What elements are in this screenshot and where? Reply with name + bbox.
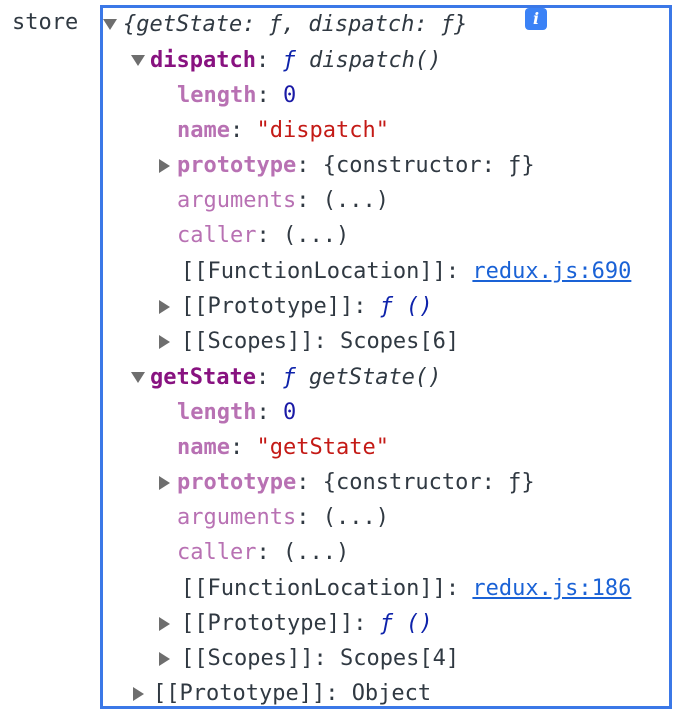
dispatch-signature: dispatch()	[308, 48, 442, 73]
expand-triangle-down-icon[interactable]	[131, 55, 145, 66]
proto-key: [[Prototype]]	[181, 294, 354, 319]
caller-value[interactable]: (...)	[282, 540, 350, 565]
expand-triangle-down-icon[interactable]	[131, 372, 145, 383]
function-symbol: ƒ	[282, 365, 296, 390]
function-location-key: [[FunctionLocation]]	[181, 259, 446, 284]
length-value: 0	[282, 83, 297, 108]
getstate-arguments-row[interactable]: arguments: (...)	[177, 505, 389, 530]
function-location-link[interactable]: redux.js:186	[472, 576, 632, 601]
function-location-key: [[FunctionLocation]]	[181, 576, 446, 601]
caller-value[interactable]: (...)	[282, 223, 350, 248]
scopes-value: Scopes[6]	[339, 329, 460, 354]
expand-triangle-right-icon[interactable]	[159, 159, 170, 173]
proto-value: ƒ ()	[379, 611, 433, 636]
name-value: "getState"	[256, 435, 389, 460]
dispatch-arguments-row[interactable]: arguments: (...)	[177, 188, 389, 213]
prototype-value: {constructor: ƒ}	[322, 470, 535, 495]
proto-key: [[Prototype]]	[181, 611, 354, 636]
prototype-key: prototype	[177, 153, 297, 178]
caller-key: caller	[177, 223, 257, 248]
expand-triangle-down-icon[interactable]	[103, 19, 117, 30]
arguments-value[interactable]: (...)	[322, 188, 389, 213]
getstate-name-row: name: "getState"	[177, 435, 389, 460]
name-key: name	[177, 118, 230, 143]
getstate-signature: getState()	[308, 365, 442, 390]
function-location-link[interactable]: redux.js:690	[472, 259, 632, 284]
getstate-caller-row[interactable]: caller: (...)	[177, 540, 350, 565]
caller-key: caller	[177, 540, 257, 565]
function-symbol: ƒ	[282, 48, 296, 73]
dispatch-name-row: name: "dispatch"	[177, 118, 389, 143]
getstate-function-location-row: [[FunctionLocation]]: redux.js:186	[181, 576, 632, 601]
expand-triangle-right-icon[interactable]	[159, 476, 170, 490]
name-value: "dispatch"	[256, 118, 389, 143]
expand-triangle-right-icon[interactable]	[133, 687, 144, 701]
name-key: name	[177, 435, 230, 460]
arguments-key: arguments	[177, 188, 297, 213]
dispatch-length-row: length: 0	[177, 83, 297, 108]
object-tree-highlight: {getState: ƒ, dispatch: ƒ} i dispatch: ƒ…	[100, 5, 672, 709]
dispatch-function-location-row: [[FunctionLocation]]: redux.js:690	[181, 259, 632, 284]
proto-value: ƒ ()	[379, 294, 433, 319]
getstate-length-row: length: 0	[177, 400, 297, 425]
getstate-key: getState	[150, 365, 256, 390]
arguments-key: arguments	[177, 505, 297, 530]
root-proto-value: Object	[351, 681, 432, 706]
variable-label: store	[12, 10, 79, 35]
dispatch-caller-row[interactable]: caller: (...)	[177, 223, 350, 248]
root-object-preview: {getState: ƒ, dispatch: ƒ}	[123, 12, 468, 37]
dispatch-key: dispatch	[150, 48, 256, 73]
length-key: length	[177, 83, 257, 108]
root-proto-key: [[Prototype]]	[153, 681, 326, 706]
expand-triangle-right-icon[interactable]	[159, 335, 170, 349]
expand-triangle-right-icon[interactable]	[159, 652, 170, 666]
prototype-key: prototype	[177, 470, 297, 495]
length-key: length	[177, 400, 257, 425]
info-icon[interactable]: i	[525, 8, 547, 30]
scopes-value: Scopes[4]	[339, 646, 460, 671]
expand-triangle-right-icon[interactable]	[159, 300, 170, 314]
prototype-value: {constructor: ƒ}	[322, 153, 535, 178]
scopes-key: [[Scopes]]	[181, 646, 314, 671]
expand-triangle-right-icon[interactable]	[159, 617, 170, 631]
scopes-key: [[Scopes]]	[181, 329, 314, 354]
length-value: 0	[282, 400, 297, 425]
arguments-value[interactable]: (...)	[322, 505, 389, 530]
